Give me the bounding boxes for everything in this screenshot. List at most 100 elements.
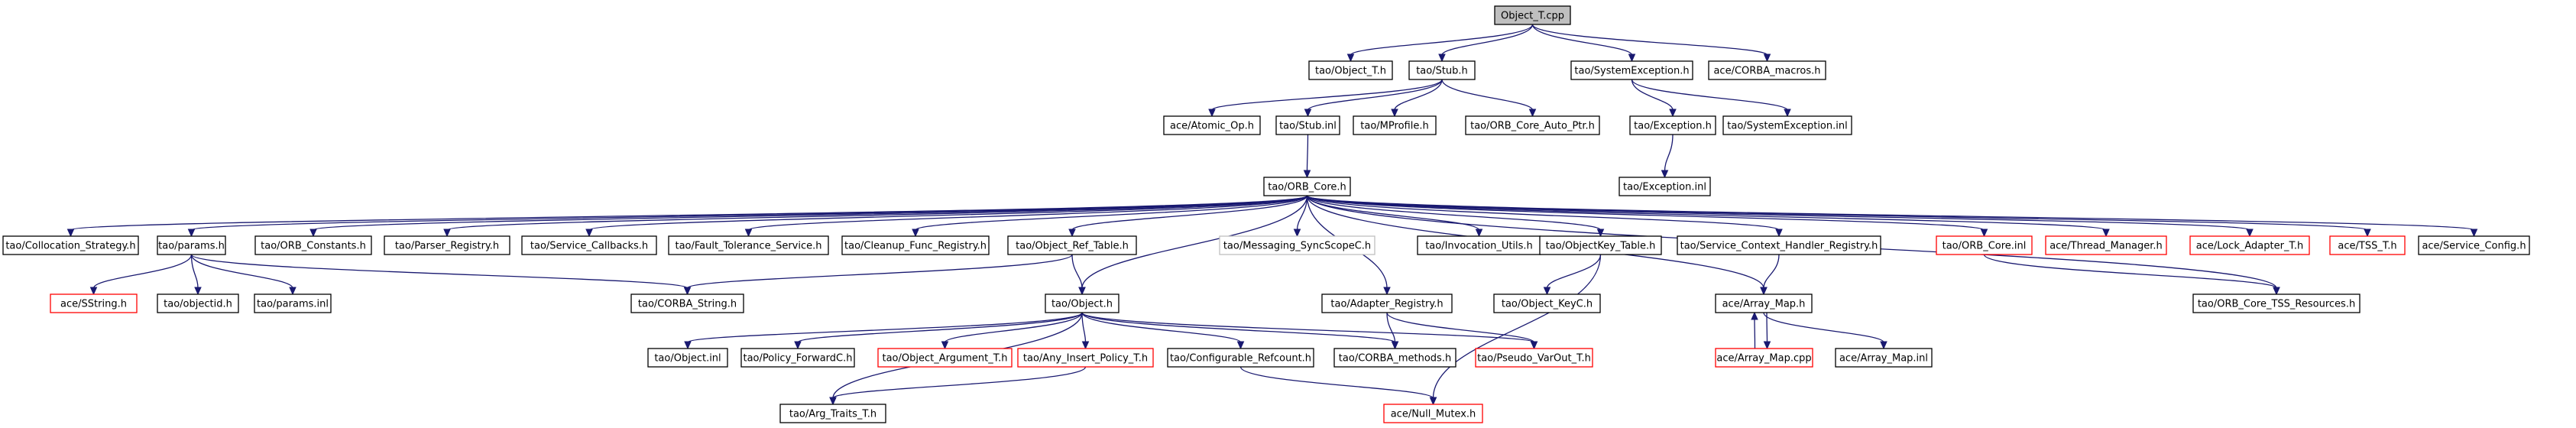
- node-arg-traits[interactable]: tao/Arg_Traits_T.h: [779, 404, 886, 423]
- node-box: [1715, 348, 1813, 368]
- node-atomic-op[interactable]: ace/Atomic_Op.h: [1163, 115, 1261, 135]
- node-objectid[interactable]: tao/objectid.h: [157, 293, 239, 313]
- node-box: [2329, 235, 2406, 255]
- node-corba-methods[interactable]: tao/CORBA_methods.h: [1333, 348, 1456, 368]
- node-label: tao/objectid.h: [164, 299, 232, 310]
- node-box: [1494, 5, 1571, 25]
- node-object-arg[interactable]: tao/Object_Argument_T.h: [877, 348, 1013, 368]
- node-box: [1333, 348, 1456, 368]
- node-configurable-refcount[interactable]: tao/Configurable_Refcount.h: [1167, 348, 1314, 368]
- node-exception-inl[interactable]: tao/Exception.inl: [1619, 177, 1711, 196]
- node-fault-tolerance[interactable]: tao/Fault_Tolerance_Service.h: [668, 235, 829, 255]
- edge-configurable_refcount-to-null_mutex: [1239, 366, 1437, 406]
- node-box: [384, 235, 510, 255]
- node-label: ace/SString.h: [60, 299, 127, 310]
- edge-stub_h-to-orb_core_auto: [1441, 79, 1537, 118]
- edge-exception_h-to-exception_inl: [1661, 134, 1674, 179]
- node-orb-core-auto[interactable]: tao/ORB_Core_Auto_Ptr.h: [1465, 115, 1600, 135]
- node-corba-string[interactable]: tao/CORBA_String.h: [630, 293, 744, 313]
- node-collocation[interactable]: tao/Collocation_Strategy.h: [2, 235, 139, 255]
- node-box: [1417, 235, 1541, 255]
- node-service-ctx[interactable]: tao/Service_Context_Handler_Registry.h: [1677, 235, 1881, 255]
- node-mprofile[interactable]: tao/MProfile.h: [1353, 115, 1437, 135]
- node-orb-core-tss[interactable]: tao/ORB_Core_TSS_Resources.h: [2192, 293, 2361, 313]
- edge-params_h-to-objectid: [190, 254, 202, 296]
- node-messaging-sync[interactable]: tao/Messaging_SyncScopeC.h: [1219, 235, 1375, 255]
- edge-service_ctx-to-array_map_h: [1760, 254, 1780, 296]
- node-corba-macros[interactable]: ace/CORBA_macros.h: [1708, 60, 1826, 80]
- node-any-insert[interactable]: tao/Any_Insert_Policy_T.h: [1017, 348, 1154, 368]
- node-label: tao/Object_Argument_T.h: [882, 353, 1007, 365]
- node-label: tao/Policy_ForwardC.h: [743, 353, 852, 365]
- node-label: tao/params.inl: [257, 299, 329, 310]
- node-sstring[interactable]: ace/SString.h: [50, 293, 138, 313]
- node-label: tao/CORBA_String.h: [638, 299, 737, 310]
- edge-orb_core_h-to-thread_manager: [1306, 195, 2110, 238]
- edge-orb_core_h-to-object_ref_table: [1068, 195, 1308, 238]
- node-array-map-cpp[interactable]: ace/Array_Map.cpp: [1715, 348, 1813, 368]
- node-tss-t[interactable]: ace/TSS_T.h: [2329, 235, 2406, 255]
- node-box: [630, 293, 744, 313]
- node-service-callbacks[interactable]: tao/Service_Callbacks.h: [521, 235, 657, 255]
- edge-sysexc_h-to-sysexc_inl: [1631, 79, 1791, 118]
- node-policy-fwd[interactable]: tao/Policy_ForwardC.h: [740, 348, 855, 368]
- edge-objectkey_table-to-object_keyc: [1543, 254, 1602, 296]
- node-box: [1408, 60, 1476, 80]
- node-cleanup-func[interactable]: tao/Cleanup_Func_Registry.h: [841, 235, 990, 255]
- node-adapter-registry[interactable]: tao/Adapter_Registry.h: [1321, 293, 1453, 313]
- node-sysexc-h[interactable]: tao/SystemException.h: [1570, 60, 1693, 80]
- node-stub-h[interactable]: tao/Stub.h: [1408, 60, 1476, 80]
- node-label: tao/Exception.h: [1634, 121, 1712, 132]
- node-pseudo-varout[interactable]: tao/Pseudo_VarOut_T.h: [1475, 348, 1593, 368]
- node-box: [1677, 235, 1881, 255]
- edge-object_h-to-configurable_refcount: [1081, 312, 1245, 350]
- node-label: tao/SystemException.inl: [1727, 121, 1847, 132]
- node-label: tao/ORB_Core_TSS_Resources.h: [2198, 299, 2355, 310]
- node-params-h[interactable]: tao/params.h: [157, 235, 226, 255]
- node-object-keyc[interactable]: tao/Object_KeyC.h: [1493, 293, 1601, 313]
- edge-orb_core_h-to-lock_adapter: [1306, 195, 2254, 238]
- edge-orb_core_h-to-objectkey_table: [1306, 195, 1605, 238]
- edge-stub_h-to-atomic_op: [1208, 79, 1443, 118]
- edge-orb_core_h-to-service_config: [1306, 195, 2478, 238]
- node-array-map-inl[interactable]: ace/Array_Map.inl: [1835, 348, 1933, 368]
- node-orb-constants[interactable]: tao/ORB_Constants.h: [254, 235, 372, 255]
- node-label: ace/TSS_T.h: [2338, 241, 2396, 252]
- node-service-config[interactable]: ace/Service_Config.h: [2418, 235, 2530, 255]
- edge-orb_core_h-to-service_ctx: [1306, 195, 1783, 238]
- node-box: [1465, 115, 1600, 135]
- node-sysexc-inl[interactable]: tao/SystemException.inl: [1722, 115, 1852, 135]
- node-object-ref-table[interactable]: tao/Object_Ref_Table.h: [1007, 235, 1137, 255]
- node-box: [1570, 60, 1693, 80]
- node-label: ace/CORBA_macros.h: [1713, 66, 1820, 77]
- node-label: tao/Pseudo_VarOut_T.h: [1477, 353, 1591, 365]
- node-array-map-h[interactable]: ace/Array_Map.h: [1715, 293, 1813, 313]
- node-label: tao/Object_KeyC.h: [1502, 299, 1593, 310]
- edge-stub_h-to-stub_inl: [1304, 79, 1443, 118]
- node-objectkey-table[interactable]: tao/ObjectKey_Table.h: [1539, 235, 1662, 255]
- node-orb-core-h[interactable]: tao/ORB_Core.h: [1263, 177, 1351, 196]
- node-invocation-utils[interactable]: tao/Invocation_Utils.h: [1417, 235, 1541, 255]
- node-parser-registry[interactable]: tao/Parser_Registry.h: [384, 235, 510, 255]
- node-box: [1708, 60, 1826, 80]
- node-exception-h[interactable]: tao/Exception.h: [1629, 115, 1716, 135]
- node-label: tao/MProfile.h: [1360, 121, 1428, 132]
- node-label: tao/ObjectKey_Table.h: [1546, 241, 1656, 252]
- edge-object_ref_table-to-object_h: [1071, 254, 1086, 296]
- node-object-t-h[interactable]: tao/Object_T.h: [1308, 60, 1393, 80]
- edge-object_h-to-any_insert: [1081, 312, 1090, 350]
- node-thread-manager[interactable]: ace/Thread_Manager.h: [2045, 235, 2167, 255]
- node-object-inl[interactable]: tao/Object.inl: [647, 348, 728, 368]
- node-null-mutex[interactable]: ace/Null_Mutex.h: [1383, 404, 1483, 423]
- node-object-h[interactable]: tao/Object.h: [1045, 293, 1120, 313]
- node-params-inl[interactable]: tao/params.inl: [254, 293, 332, 313]
- node-root: Object_T.cpp: [1494, 5, 1571, 25]
- node-orb-core-inl[interactable]: tao/ORB_Core.inl: [1936, 235, 2033, 255]
- node-box: [2418, 235, 2530, 255]
- node-stub-inl[interactable]: tao/Stub.inl: [1275, 115, 1340, 135]
- node-lock-adapter[interactable]: ace/Lock_Adapter_T.h: [2189, 235, 2310, 255]
- edge-orb_core_h-to-orb_core_inl: [1306, 195, 1988, 238]
- node-box: [1539, 235, 1662, 255]
- node-box: [1715, 293, 1813, 313]
- edge-array_map_cpp-to-array_map_h: [1751, 311, 1758, 349]
